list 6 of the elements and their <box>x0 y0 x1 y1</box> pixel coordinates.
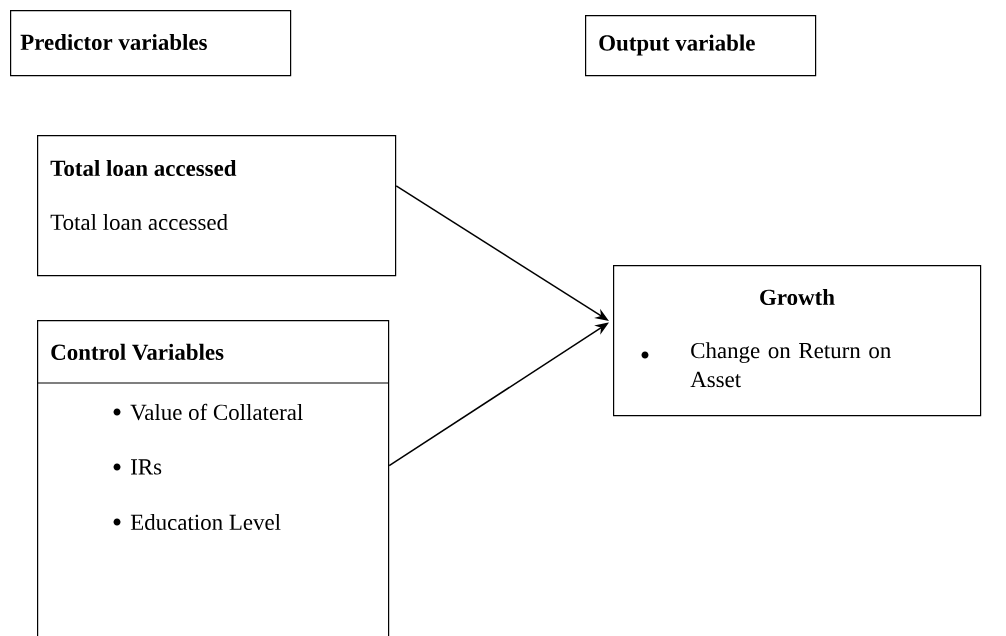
variable-box: Control Variables Value of Collateral IRs Education Level <box>36 320 390 636</box>
label-box: Output variable <box>585 15 817 77</box>
variable-box: Total loan accessed Total loan accessed <box>37 135 397 277</box>
variable-box: Growth Change on Return on Asset <box>613 265 982 417</box>
arrow <box>388 322 609 467</box>
label-box: Predictor variables <box>10 10 292 77</box>
